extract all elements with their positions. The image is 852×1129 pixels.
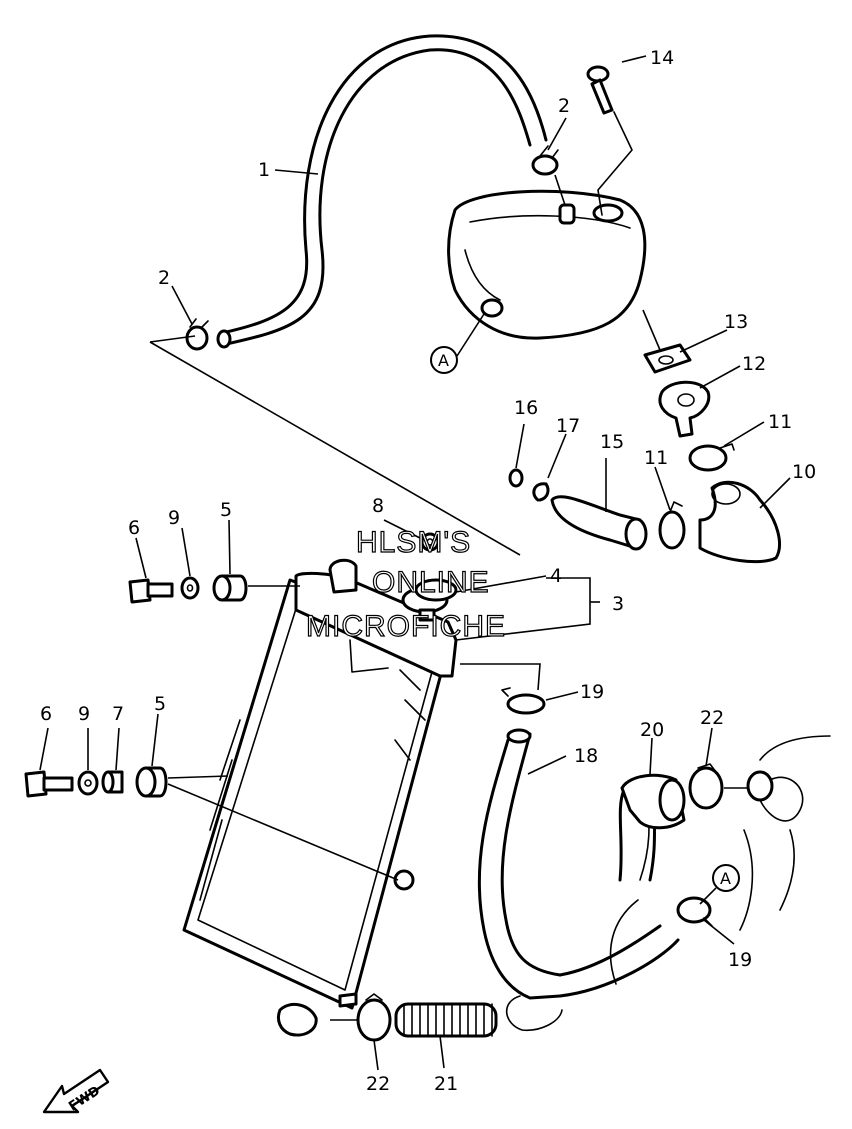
damper-5-upper xyxy=(212,574,300,602)
callout-6-lower: 6 xyxy=(40,703,52,725)
washer-9-upper xyxy=(180,576,200,600)
callout-7: 7 xyxy=(112,703,124,725)
corrugated-hose-21 xyxy=(394,1002,498,1038)
reference-a-top: A xyxy=(430,313,485,374)
bolt-6-lower xyxy=(24,770,74,798)
svg-text:A: A xyxy=(438,351,449,370)
callout-18: 18 xyxy=(574,745,598,767)
callout-15: 15 xyxy=(600,431,624,453)
watermark-line-2: ONLINE xyxy=(372,566,490,599)
collar-7 xyxy=(101,770,124,794)
reference-a-right: A xyxy=(699,864,740,905)
gasket-13 xyxy=(643,343,692,374)
callout-12: 12 xyxy=(742,353,766,375)
screw-8 xyxy=(420,532,440,552)
callout-16: 16 xyxy=(514,397,538,419)
hose-clamp-19-upper xyxy=(460,663,546,715)
radiator-cap-4 xyxy=(414,578,458,602)
callout-9-lower: 9 xyxy=(78,703,90,725)
tank-leader-lines xyxy=(149,309,661,556)
callout-19-lower: 19 xyxy=(728,949,752,971)
callout-13: 13 xyxy=(724,311,748,333)
callout-3: 3 xyxy=(612,593,624,615)
callout-4: 4 xyxy=(550,565,562,587)
callout-2-left: 2 xyxy=(158,267,170,289)
hose-clamp-11-right xyxy=(688,443,735,472)
callout-11-right: 11 xyxy=(768,411,792,433)
hose-clip-left xyxy=(185,318,209,351)
callout-9-upper: 9 xyxy=(168,507,180,529)
callout-22-right: 22 xyxy=(700,707,724,729)
callout-10: 10 xyxy=(792,461,816,483)
hose-clamp-19-lower xyxy=(676,896,713,927)
joint-12 xyxy=(658,380,711,438)
callout-21: 21 xyxy=(434,1073,458,1095)
hose-15 xyxy=(550,495,648,551)
callout-5-lower: 5 xyxy=(154,693,166,715)
callout-17: 17 xyxy=(556,415,580,437)
hose-20 xyxy=(620,773,686,830)
hose-clip-top xyxy=(531,145,559,176)
washer-9-lower xyxy=(77,770,99,796)
callout-14: 14 xyxy=(650,47,674,69)
forward-direction-arrow: FWD xyxy=(42,1068,110,1115)
callout-numbers: 1 2 2 14 13 12 11 11 10 16 17 15 8 4 3 6… xyxy=(40,47,816,1095)
damper-5-lower xyxy=(135,766,399,881)
radiator xyxy=(182,558,458,1037)
callout-5-upper: 5 xyxy=(220,499,232,521)
watermark-line-1: HLSM'S xyxy=(356,526,471,559)
callout-1: 1 xyxy=(258,159,270,181)
engine-water-pump-outline xyxy=(739,735,831,931)
o-ring-16 xyxy=(508,468,524,488)
callout-11-mid: 11 xyxy=(644,447,668,469)
bolt-14 xyxy=(586,65,633,216)
callout-22-bottom: 22 xyxy=(366,1073,390,1095)
coolant-reservoir xyxy=(447,174,647,340)
watermark-line-3: MICROFICHE xyxy=(306,610,506,643)
hose-10 xyxy=(698,480,781,564)
hose-clamp-22-right xyxy=(688,763,752,810)
bolt-6-upper xyxy=(128,578,174,604)
hose-clamp-11-mid xyxy=(658,501,686,550)
callout-20: 20 xyxy=(640,719,664,741)
watermark: HLSM'S ONLINE MICROFICHE xyxy=(305,525,506,643)
callout-19-upper: 19 xyxy=(580,681,604,703)
circlip-17 xyxy=(532,482,550,502)
overflow-hose xyxy=(216,34,548,349)
svg-text:A: A xyxy=(720,869,731,888)
callout-6-upper: 6 xyxy=(128,517,140,539)
callout-2-top: 2 xyxy=(558,95,570,117)
callout-8: 8 xyxy=(372,495,384,517)
callout-leaders xyxy=(39,55,791,1071)
